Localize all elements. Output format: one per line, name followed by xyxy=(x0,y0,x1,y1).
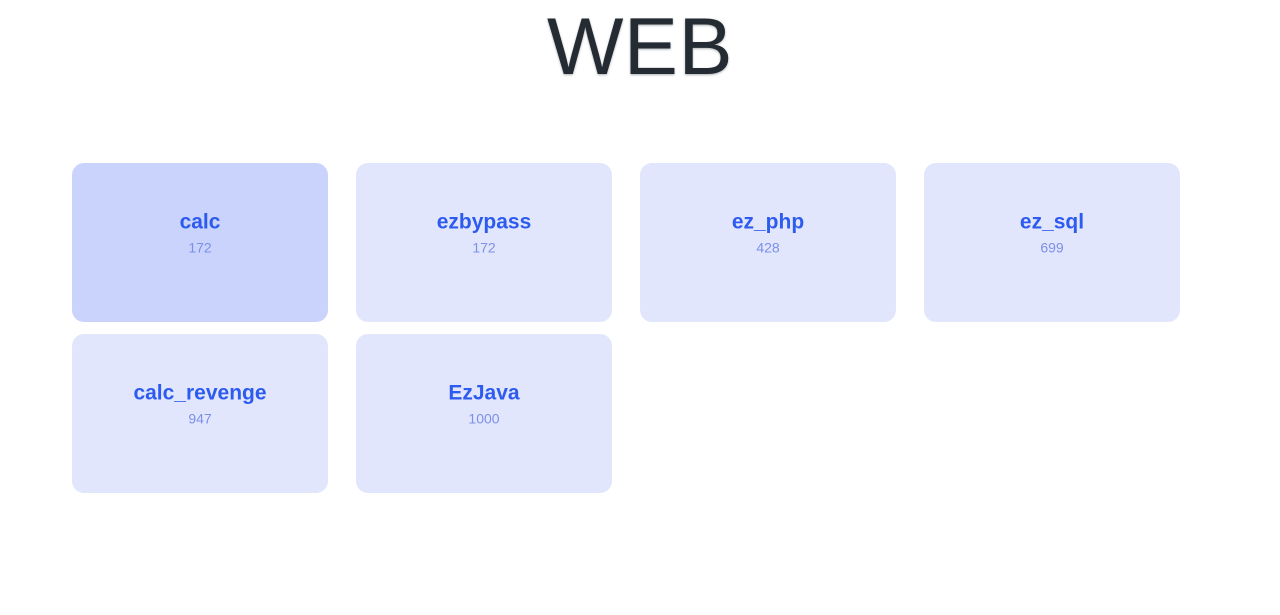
challenge-score: 947 xyxy=(188,410,212,427)
challenge-name: EzJava xyxy=(448,381,520,405)
challenge-card[interactable]: ez_sql 699 xyxy=(924,163,1180,322)
challenge-score: 699 xyxy=(1040,239,1064,256)
challenge-card[interactable]: ezbypass 172 xyxy=(356,163,612,322)
challenge-grid: calc 172 ezbypass 172 ez_php 428 ez_sql 699 calc… xyxy=(72,163,1180,493)
page-title: WEB xyxy=(546,2,733,92)
challenge-card[interactable]: ez_php 428 xyxy=(640,163,896,322)
challenge-score: 1000 xyxy=(468,410,500,427)
challenge-card[interactable]: calc 172 xyxy=(72,163,328,322)
challenge-name: ezbypass xyxy=(436,210,532,234)
challenge-card[interactable]: EzJava 1000 xyxy=(356,334,612,493)
challenge-score: 172 xyxy=(188,239,212,256)
challenge-card-content: EzJava 1000 xyxy=(356,380,612,427)
challenge-name: calc xyxy=(179,210,221,234)
challenge-card[interactable]: calc_revenge 947 xyxy=(72,334,328,493)
challenge-score: 428 xyxy=(756,239,780,256)
challenge-name: calc_revenge xyxy=(133,381,267,405)
challenge-name: ez_sql xyxy=(1019,210,1085,234)
challenge-card-content: calc 172 xyxy=(72,209,328,256)
challenge-card-content: calc_revenge 947 xyxy=(72,380,328,427)
challenge-card-content: ez_sql 699 xyxy=(924,209,1180,256)
challenge-name: ez_php xyxy=(731,210,805,234)
challenge-score: 172 xyxy=(472,239,496,256)
challenge-card-content: ez_php 428 xyxy=(640,209,896,256)
challenge-card-content: ezbypass 172 xyxy=(356,209,612,256)
